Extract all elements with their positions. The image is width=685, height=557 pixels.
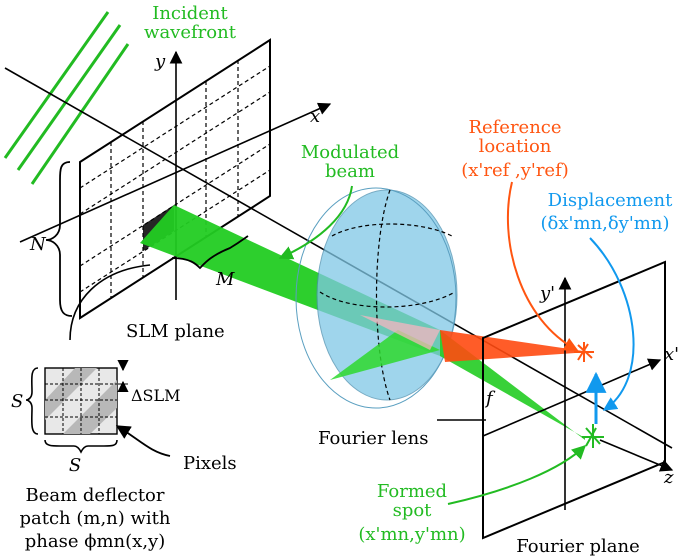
fourier-plane-label: Fourier plane (516, 536, 640, 557)
incident-label-line1: Incident (152, 3, 228, 24)
x-prime-axis-label: x' (664, 344, 679, 365)
patch-link-line (69, 264, 151, 341)
pixels-label: Pixels (183, 453, 237, 474)
formed-spot (582, 424, 604, 448)
modulated-callout-arrow (278, 185, 353, 260)
x-axis-arrow (19, 102, 332, 243)
reference-coord: (x'ref ,y'ref) (461, 160, 569, 181)
fourier-lens (295, 187, 458, 409)
displacement-label: Displacement (548, 190, 673, 211)
modulated-label-line1: Modulated (301, 142, 399, 163)
patch-inset (25, 359, 171, 457)
z-axis-arrow (599, 439, 674, 472)
lens-beam-inner (330, 330, 440, 380)
formed-callout-arrow (447, 445, 587, 505)
s-left-label: S (11, 391, 23, 412)
beam-deflector-line1: Beam deflector (26, 485, 165, 506)
f-label: f (484, 388, 496, 409)
incident-wavefront-lines (3, 11, 130, 185)
reference-beam-in-lens (360, 315, 440, 350)
reference-spot (574, 342, 594, 362)
incident-label-line2: wavefront (144, 22, 237, 43)
m-label: M (215, 269, 235, 290)
fourier-lens-label: Fourier lens (318, 428, 429, 449)
delta-slm-label: ΔSLM (131, 386, 181, 405)
slm-plane-label: SLM plane (126, 321, 225, 342)
formed-spot-label-line2: spot (393, 500, 433, 521)
beam-deflector-line2: patch (m,n) with (19, 508, 170, 529)
s-bottom-label: S (69, 455, 81, 476)
beam-deflector-line3: phase ϕmn(x,y) (25, 531, 165, 552)
n-brace (45, 161, 73, 317)
m-brace (171, 235, 249, 270)
formed-spot-coord: (x'mn,y'mn) (358, 524, 465, 545)
reference-label-line1: Reference (468, 117, 561, 138)
displacement-coord: (δx'mn,δy'mn) (541, 213, 670, 234)
y-prime-axis-label: y' (539, 283, 555, 304)
n-label: N (29, 234, 47, 255)
x-axis-label: x (310, 106, 320, 127)
z-axis-label: z (663, 467, 674, 488)
formed-spot-label-line1: Formed (377, 481, 447, 502)
displacement-callout-arrow (589, 237, 635, 411)
reference-beam (440, 330, 590, 362)
reference-callout-arrow (506, 181, 579, 351)
reference-label-line2: location (479, 136, 552, 157)
modulated-label-line2: beam (325, 161, 375, 182)
y-axis-label: y (154, 51, 166, 72)
